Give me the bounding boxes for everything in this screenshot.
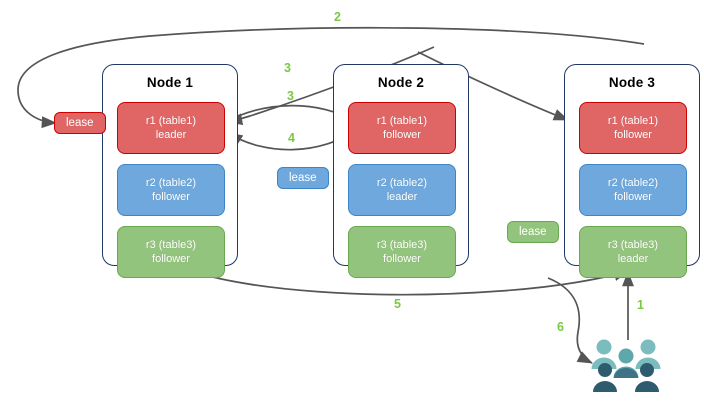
range-box-n1r3[interactable]: r3 (table3) follower xyxy=(117,226,225,278)
range-name-n1r2: r2 (table2) xyxy=(145,177,197,189)
range-box-n2r2[interactable]: r2 (table2) leader xyxy=(348,164,456,216)
range-role-n1r1: leader xyxy=(155,129,187,141)
range-role-n2r2: leader xyxy=(386,191,418,203)
range-name-n2r1: r1 (table1) xyxy=(376,115,428,127)
step-label-6: 6 xyxy=(557,320,564,334)
range-box-n1r2[interactable]: r2 (table2) follower xyxy=(117,164,225,216)
range-name-n1r3: r3 (table3) xyxy=(145,239,197,251)
range-name-n3r1: r1 (table1) xyxy=(607,115,659,127)
node-title-node1: Node 1 xyxy=(146,75,194,90)
node-title-node2: Node 2 xyxy=(377,75,425,90)
step-label-2: 2 xyxy=(334,10,341,24)
range-role-n3r1: follower xyxy=(614,129,652,141)
range-name-n3r3: r3 (table3) xyxy=(607,239,659,251)
lease-chip-r1[interactable]: lease xyxy=(54,112,106,134)
range-role-n2r3: follower xyxy=(383,253,421,265)
range-name-n2r2: r2 (table2) xyxy=(376,177,428,189)
range-name-n3r2: r2 (table2) xyxy=(607,177,659,189)
step-label-1: 1 xyxy=(637,298,644,312)
users-group-icon xyxy=(591,339,661,392)
range-role-n2r1: follower xyxy=(383,129,421,141)
lease-chip-r3[interactable]: lease xyxy=(507,221,559,243)
lease-chip-r2[interactable]: lease xyxy=(277,167,329,189)
step-label-3-lens: 3 xyxy=(287,89,294,103)
step-label-5: 5 xyxy=(394,297,401,311)
range-role-n1r2: follower xyxy=(152,191,190,203)
range-box-n3r1[interactable]: r1 (table1) follower xyxy=(579,102,687,154)
node-container-node3[interactable]: Node 3 r1 (table1) follower r2 (table2) … xyxy=(564,64,700,278)
range-name-n1r1: r1 (table1) xyxy=(145,115,197,127)
range-box-n3r3[interactable]: r3 (table3) leader xyxy=(579,226,687,278)
range-name-n2r3: r3 (table3) xyxy=(376,239,428,251)
step-label-4: 4 xyxy=(288,131,295,145)
range-box-n2r1[interactable]: r1 (table1) follower xyxy=(348,102,456,154)
range-box-n1r1[interactable]: r1 (table1) leader xyxy=(117,102,225,154)
range-box-n2r3[interactable]: r3 (table3) follower xyxy=(348,226,456,278)
range-role-n3r2: follower xyxy=(614,191,652,203)
node-container-node2[interactable]: Node 2 r1 (table1) follower r2 (table2) … xyxy=(333,64,469,278)
step-label-3-upper: 3 xyxy=(284,61,291,75)
range-role-n1r3: follower xyxy=(152,253,190,265)
edge-step-6 xyxy=(547,277,593,364)
range-role-n3r3: leader xyxy=(617,253,649,265)
node-title-node3: Node 3 xyxy=(608,75,656,90)
node-container-node1[interactable]: Node 1 r1 (table1) leader r2 (table2) fo… xyxy=(102,64,238,278)
range-box-n3r2[interactable]: r2 (table2) follower xyxy=(579,164,687,216)
